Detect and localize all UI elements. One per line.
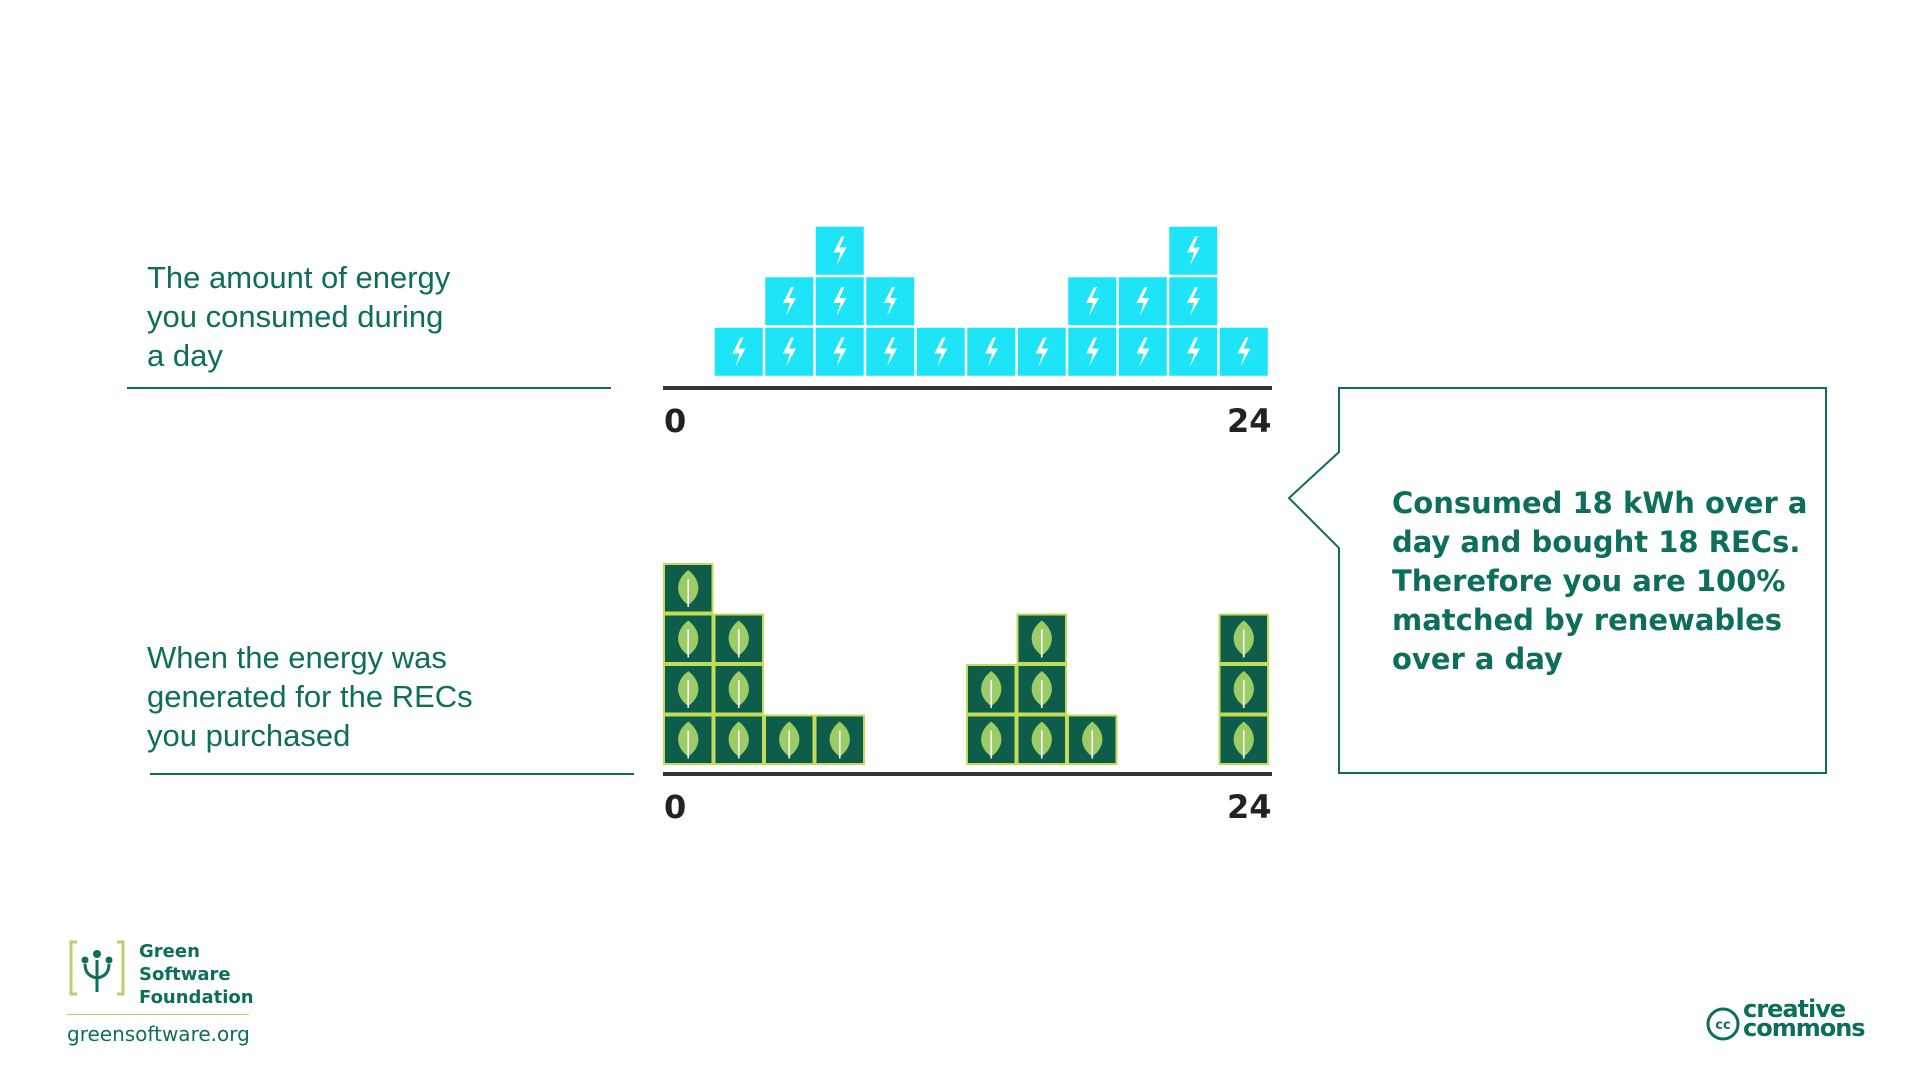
lightning-bolt-icon xyxy=(884,287,897,316)
rec-block xyxy=(663,664,714,715)
lightning-bolt-icon xyxy=(783,337,796,367)
callout-text: Consumed 18 kWh over a day and bought 18… xyxy=(1392,486,1808,676)
rec-block xyxy=(1016,613,1067,664)
gsf-url: greensoftware.org xyxy=(67,1022,250,1046)
gsf-logo-icon xyxy=(69,940,125,996)
rec-block xyxy=(764,714,815,765)
rec-block xyxy=(663,714,714,765)
rec-axis-start-label: 0 xyxy=(664,788,687,826)
leaf-icon xyxy=(678,570,699,607)
lightning-bolt-icon xyxy=(1187,287,1200,316)
gsf-name: Green Software Foundation xyxy=(139,941,254,1008)
lightning-bolt-icon xyxy=(1035,337,1049,367)
rec-label: When the energy was generated for the RE… xyxy=(147,640,473,753)
leaf-icon xyxy=(779,721,800,759)
energy-block xyxy=(1167,326,1219,378)
rec-block xyxy=(1016,664,1067,715)
energy-block xyxy=(1117,275,1169,327)
leaf-icon xyxy=(728,671,749,708)
lightning-bolt-icon xyxy=(884,337,897,367)
leaf-icon xyxy=(1233,721,1254,759)
lightning-bolt-icon xyxy=(1136,287,1150,316)
energy-block xyxy=(814,225,866,277)
rec-block xyxy=(1218,613,1269,664)
leaf-icon xyxy=(1233,620,1254,658)
lightning-bolt-icon xyxy=(1187,236,1200,266)
energy-block xyxy=(1218,326,1270,378)
energy-block xyxy=(864,275,916,327)
lightning-bolt-icon xyxy=(1086,337,1099,367)
energy-block xyxy=(1167,225,1219,277)
leaf-icon xyxy=(728,721,749,759)
energy-block xyxy=(915,326,967,378)
energy-block xyxy=(965,326,1017,378)
consumption-blocks xyxy=(713,225,1270,378)
rec-axis xyxy=(663,772,1272,776)
rec-block xyxy=(1218,664,1269,715)
rec-block xyxy=(814,714,865,765)
lightning-bolt-icon xyxy=(985,337,998,367)
energy-block xyxy=(814,326,866,378)
rec-blocks xyxy=(663,563,1269,765)
energy-block xyxy=(1066,275,1118,327)
rec-block xyxy=(713,613,764,664)
leaf-icon xyxy=(728,620,749,658)
energy-block xyxy=(763,275,815,327)
callout-box xyxy=(1287,387,1827,774)
consumption-label: The amount of energy you consumed during… xyxy=(147,260,451,373)
rec-block xyxy=(713,714,764,765)
energy-block xyxy=(1167,275,1219,327)
energy-block xyxy=(1016,326,1068,378)
leaf-icon xyxy=(1031,721,1052,759)
rec-block xyxy=(713,664,764,715)
creative-commons-icon: cc xyxy=(1706,1007,1740,1041)
creative-commons-wordmark: creative commons xyxy=(1743,995,1866,1042)
lightning-bolt-icon xyxy=(1237,337,1251,367)
lightning-bolt-icon xyxy=(1187,337,1200,367)
lightning-bolt-icon xyxy=(833,236,847,266)
gsf-divider xyxy=(67,1014,249,1015)
rec-axis-end-label: 24 xyxy=(1227,788,1272,826)
leaf-icon xyxy=(678,721,699,759)
rec-block xyxy=(663,613,714,664)
leaf-icon xyxy=(1031,671,1052,708)
leaf-icon xyxy=(981,721,1002,759)
leaf-icon xyxy=(981,671,1002,708)
rec-block xyxy=(1016,714,1067,765)
lightning-bolt-icon xyxy=(833,337,847,367)
lightning-bolt-icon xyxy=(1086,287,1099,316)
rec-block xyxy=(1067,714,1118,765)
rec-block xyxy=(663,563,714,614)
energy-block xyxy=(713,326,765,378)
rec-label-underline xyxy=(150,773,634,775)
energy-block xyxy=(814,275,866,327)
energy-block xyxy=(1117,326,1169,378)
consumption-label-underline xyxy=(127,387,611,389)
leaf-icon xyxy=(678,620,699,658)
energy-block xyxy=(864,326,916,378)
consumption-axis xyxy=(663,386,1272,390)
energy-block xyxy=(1066,326,1118,378)
rec-block xyxy=(966,664,1017,715)
rec-block xyxy=(966,714,1017,765)
consumption-axis-start-label: 0 xyxy=(664,402,687,440)
leaf-icon xyxy=(1233,671,1254,708)
leaf-icon xyxy=(829,721,850,759)
lightning-bolt-icon xyxy=(732,337,746,367)
leaf-icon xyxy=(1082,721,1103,759)
lightning-bolt-icon xyxy=(833,287,847,316)
consumption-axis-end-label: 24 xyxy=(1227,402,1272,440)
lightning-bolt-icon xyxy=(783,287,796,316)
svg-text:cc: cc xyxy=(1715,1018,1730,1033)
rec-block xyxy=(1218,714,1269,765)
leaf-icon xyxy=(1031,620,1052,658)
leaf-icon xyxy=(678,671,699,708)
energy-block xyxy=(763,326,815,378)
lightning-bolt-icon xyxy=(934,337,948,367)
lightning-bolt-icon xyxy=(1136,337,1150,367)
